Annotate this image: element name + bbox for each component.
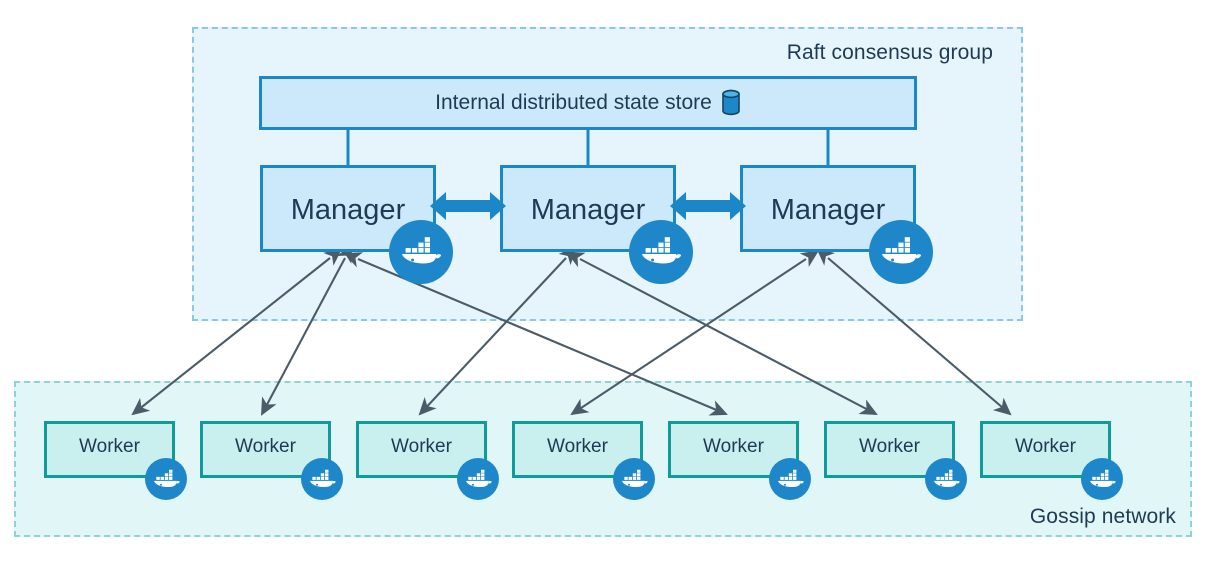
database-cylinder-icon (722, 89, 740, 116)
manager-label-2: Manager (530, 194, 646, 226)
docker-whale-icon-manager-3 (869, 220, 933, 284)
manager-peer-link-2-3 (670, 192, 746, 220)
docker-whale-icon-worker-7 (1081, 458, 1123, 500)
worker-label-7: Worker (1015, 436, 1076, 457)
docker-whale-icon-manager-1 (389, 220, 453, 284)
worker-label-1: Worker (79, 436, 140, 457)
worker-label-2: Worker (235, 436, 296, 457)
docker-whale-icon-worker-2 (301, 458, 343, 500)
state-store-label: Internal distributed state store (435, 91, 712, 114)
docker-whale-icon-worker-3 (457, 458, 499, 500)
worker-label-3: Worker (391, 436, 452, 457)
docker-whale-icon-manager-2 (629, 220, 693, 284)
raft-consensus-group-label: Raft consensus group (786, 41, 993, 64)
manager-label-1: Manager (290, 194, 406, 226)
worker-label-6: Worker (859, 436, 920, 457)
worker-label-4: Worker (547, 436, 608, 457)
worker-node-5[interactable]: Worker (668, 421, 799, 478)
manager-peer-link-1-2 (430, 192, 506, 220)
state-store-label-wrap: Internal distributed state store (435, 89, 741, 117)
worker-label-5: Worker (703, 436, 764, 457)
docker-whale-icon-worker-4 (613, 458, 655, 500)
gossip-network-label: Gossip network (1029, 505, 1176, 528)
docker-whale-icon-worker-1 (145, 458, 187, 500)
docker-whale-icon-worker-5 (769, 458, 811, 500)
docker-whale-icon-worker-6 (925, 458, 967, 500)
manager-label-3: Manager (770, 194, 886, 226)
internal-state-store-box[interactable]: Internal distributed state store (259, 76, 917, 130)
worker-node-3[interactable]: Worker (356, 421, 487, 478)
